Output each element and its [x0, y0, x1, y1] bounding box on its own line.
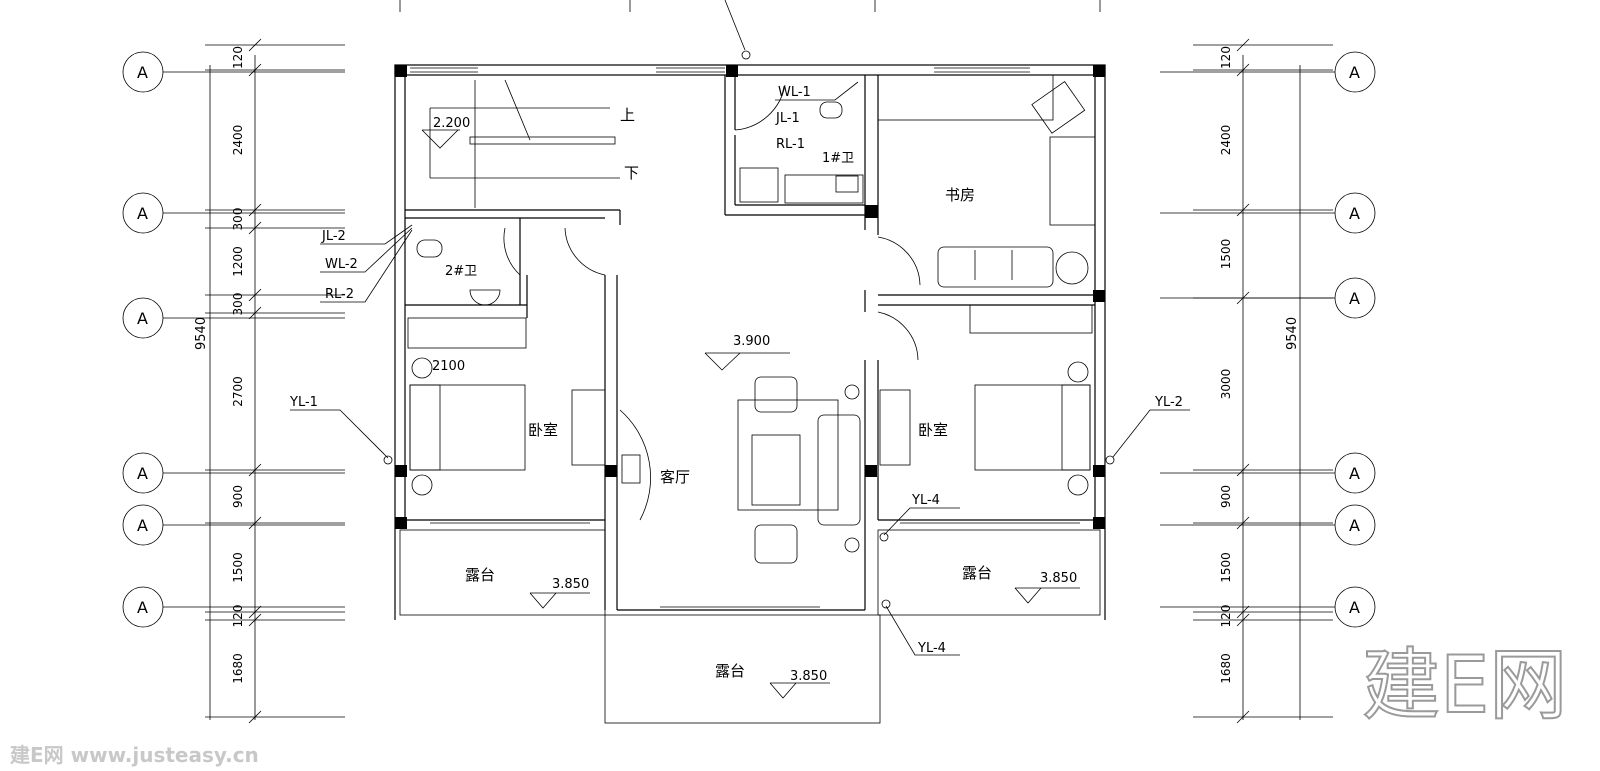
axis-bubble-label: A — [137, 598, 148, 617]
pipe-yl1: YL-1 — [289, 395, 318, 410]
axis-bubble — [1334, 452, 1376, 494]
pipe-rl1: RL-1 — [776, 137, 805, 152]
leader-lines — [290, 81, 1190, 656]
stair-elevation: 2.200 — [433, 116, 470, 131]
right-dimensions: 120 2400 1500 3000 900 1500 120 1680 — [1193, 38, 1333, 724]
left-dimensions: 120 2400 300 1200 300 2700 900 1500 120 1680 — [205, 38, 345, 724]
axis-bubbles: A A A A A A A A A A A A — [122, 51, 1376, 628]
bedroom-right-label: 卧室 — [918, 421, 948, 439]
dimension-label: 900 — [231, 485, 245, 508]
dimension-label: 1200 — [231, 246, 245, 277]
axis-bubble-label: A — [1349, 516, 1360, 535]
doors — [503, 84, 921, 521]
axis-bubble — [122, 586, 164, 628]
terrace-bottom-elevation: 3.850 — [790, 669, 827, 684]
right-total-dimension: 9540 — [1285, 317, 1300, 350]
dimension-label: 2700 — [231, 376, 245, 407]
left-dimension-lines — [209, 55, 256, 720]
axis-bubble — [122, 297, 164, 339]
closet-width: 2100 — [432, 359, 465, 374]
dimension-label: 300 — [231, 293, 245, 316]
dimension-label: 1680 — [1219, 653, 1233, 684]
axis-bubble — [1334, 51, 1376, 93]
terrace-right-label: 露台 — [962, 564, 992, 582]
dimension-label: 120 — [1219, 46, 1233, 69]
columns — [395, 65, 1105, 529]
terrace-left-label: 露台 — [465, 566, 495, 584]
axis-bubble-label: A — [1349, 598, 1360, 617]
dimension-label: 120 — [231, 46, 245, 69]
living-room-label: 客厅 — [660, 468, 690, 486]
labels: 上 下 2.200 1#卫 2#卫 书房 卧室 卧室 客厅 3.900 露台 露… — [194, 85, 1300, 684]
axis-bubble-label: A — [137, 309, 148, 328]
pipe-yl4-top: YL-4 — [911, 493, 940, 508]
axis-bubble — [1334, 192, 1376, 234]
axis-bubble-label: A — [1349, 204, 1360, 223]
top-extension-lines — [399, 0, 1101, 60]
dimension-label: 1500 — [231, 552, 245, 583]
axis-bubble-label: A — [137, 516, 148, 535]
dimension-label: 2400 — [1219, 125, 1233, 156]
axis-bubble-label: A — [137, 204, 148, 223]
dimension-label: 120 — [231, 605, 245, 628]
dimension-label: 900 — [1219, 485, 1233, 508]
pipe-rl2: RL-2 — [325, 287, 354, 302]
axis-bubble — [1334, 277, 1376, 319]
pipe-yl4-bottom: YL-4 — [917, 641, 946, 656]
axis-bubble-label: A — [1349, 464, 1360, 483]
axis-bubble-label: A — [137, 464, 148, 483]
right-dimension-lines — [1242, 55, 1301, 720]
dimension-label: 1500 — [1219, 552, 1233, 583]
pipe-jl1: JL-1 — [775, 111, 800, 126]
bath2-label: 2#卫 — [445, 264, 477, 279]
dimension-label: 2400 — [231, 125, 245, 156]
axis-bubble — [122, 192, 164, 234]
terrace-right-elevation: 3.850 — [1040, 571, 1077, 586]
axis-bubble — [122, 51, 164, 93]
axis-bubble-label: A — [1349, 289, 1360, 308]
terrace-left-elevation: 3.850 — [552, 577, 589, 592]
pipe-wl2: WL-2 — [325, 257, 358, 272]
axis-bubble — [122, 504, 164, 546]
study-label: 书房 — [945, 186, 975, 204]
dimension-label: 1680 — [231, 653, 245, 684]
axis-bubble-label: A — [1349, 63, 1360, 82]
logo-watermark: 建E网 — [1362, 641, 1567, 731]
terraces — [394, 520, 1106, 724]
bedroom-left-label: 卧室 — [528, 421, 558, 439]
living-elevation: 3.900 — [733, 334, 770, 349]
staircase — [429, 79, 620, 208]
pipe-jl2: JL-2 — [321, 229, 346, 244]
axis-bubble — [122, 452, 164, 494]
dimension-label: 300 — [231, 208, 245, 231]
elevation-markers — [421, 129, 1080, 699]
dimension-label: 120 — [1219, 605, 1233, 628]
dimension-label: 3000 — [1219, 369, 1233, 400]
stair-down-label: 下 — [624, 164, 639, 182]
dimension-label: 1500 — [1219, 239, 1233, 270]
bath1-label: 1#卫 — [822, 151, 854, 166]
left-total-dimension: 9540 — [194, 317, 209, 350]
axis-bubble — [1334, 504, 1376, 546]
stair-up-label: 上 — [620, 106, 635, 124]
axis-bubble — [1334, 586, 1376, 628]
furniture — [407, 74, 1096, 564]
terrace-bottom-label: 露台 — [715, 662, 745, 680]
axis-bubble-label: A — [137, 63, 148, 82]
pipe-yl2: YL-2 — [1154, 395, 1183, 410]
pipe-wl1: WL-1 — [778, 85, 811, 100]
watermark-text: 建E网 www.justeasy.cn — [10, 743, 259, 767]
